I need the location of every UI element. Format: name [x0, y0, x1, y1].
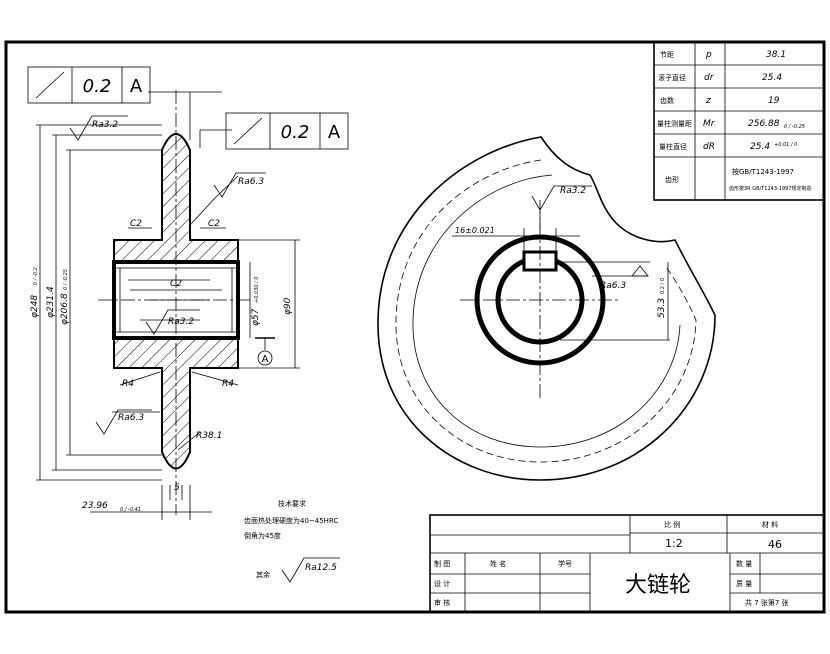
material-value: 46	[768, 538, 782, 551]
param-value-1: 25.4	[762, 73, 782, 83]
key-depth-label: 53.3	[657, 298, 667, 318]
ra32-key-label: Ra3.2	[560, 186, 586, 196]
tolerance-datum-1: A	[130, 76, 143, 97]
param-value-2: 19	[768, 96, 780, 106]
ra63-key-label: Ra6.3	[600, 281, 626, 291]
param-value-3: 256.88	[748, 119, 780, 129]
material-label: 材 料	[762, 520, 778, 529]
param-name-5: 齿形	[665, 176, 679, 184]
notes-title: 技术要求	[278, 499, 306, 508]
c2-left-label: C2	[130, 219, 142, 229]
ra32-top-label: Ra3.2	[92, 120, 118, 130]
c2-right-label: C2	[208, 219, 220, 229]
ra32-bore-label: Ra3.2	[168, 317, 194, 327]
param-tol-3: 0 / -0.25	[784, 124, 805, 130]
param-symbol-0: p	[705, 50, 712, 60]
d2-label: φ231.4	[46, 286, 56, 318]
tolerance-datum-2: A	[328, 122, 341, 143]
param-name-3: 量柱测量距	[657, 119, 692, 128]
c2-bore-label: C2	[170, 279, 182, 289]
technical-notes: 技术要求 齿面热处理硬度为40~45HRC 倒角为45度 其余 Ra12.5	[244, 499, 338, 579]
notes-line1: 齿面热处理硬度为40~45HRC	[244, 516, 338, 525]
col-no: 学号	[558, 559, 572, 568]
ra63-web-label: Ra6.3	[238, 177, 264, 187]
d3-label: φ206.8	[60, 293, 70, 325]
scale-label: 比 例	[664, 520, 680, 529]
scale-value: 1:2	[665, 537, 683, 550]
d1-tol-label: 0 / -0.2	[33, 267, 39, 285]
width-tol-label: 0 / -0.41	[120, 507, 141, 513]
rest-roughness-label: 其余	[256, 570, 270, 579]
title-block: 比 例 材 料 制 图 设 计 审 核 姓 名 学号 数 量 质 量 共 7 张…	[429, 514, 825, 613]
param-name-4: 量柱直径	[659, 142, 687, 151]
parameter-table: 节距 滚子直径 齿数 量柱测量距 量柱直径 齿形 p dr z Mr dR 38…	[653, 41, 825, 201]
ra63-lower-label: Ra6.3	[118, 413, 144, 423]
param-value-4: 25.4	[750, 142, 770, 152]
param-name-2: 齿数	[660, 96, 674, 105]
col-name: 姓 名	[490, 559, 506, 568]
front-view: 16±0.021 Ra3.2 Ra6.3 53.3 0.2 / 0	[377, 136, 716, 481]
tolerance-frame-2: 0.2 A	[225, 112, 349, 150]
key-depth-tol-label: 0.2 / 0	[660, 278, 666, 294]
sheet-text: 共 7 张第7 张	[745, 598, 789, 607]
param-symbol-2: z	[705, 96, 711, 106]
param-tol-4: +0.01 / 0	[774, 142, 797, 148]
five-label: 5	[174, 483, 180, 493]
param-value-0: 38.1	[766, 50, 786, 60]
width-label: 23.96	[82, 501, 108, 511]
notes-line2: 倒角为45度	[244, 531, 281, 540]
tolerance-frame-1: 0.2 A	[27, 66, 151, 104]
drawing-border	[4, 40, 826, 614]
param-name-1: 滚子直径	[658, 73, 686, 82]
tolerance-value-1: 0.2	[83, 76, 112, 97]
tolerance-value-2: 0.2	[281, 122, 310, 143]
row-design: 设 计	[434, 579, 450, 588]
d3-tol-label: 0 / -0.25	[63, 269, 69, 290]
part-name: 大链轮	[625, 573, 691, 598]
row-drawn: 制 图	[434, 559, 450, 568]
param-value-5: 按GB/T1243-1997	[732, 167, 794, 176]
key-width-label: 16±0.021	[455, 226, 495, 235]
param-symbol-4: dR	[703, 142, 715, 152]
outer-contour	[377, 136, 716, 481]
rest-roughness-value: Ra12.5	[305, 563, 337, 573]
r4-left-label: R4	[122, 379, 134, 389]
row-check: 审 核	[434, 598, 450, 607]
r4-right-label: R4	[222, 379, 234, 389]
bore-tol-label: +0.030 / 0	[254, 276, 260, 303]
hub-label: φ90	[283, 297, 293, 315]
param-value-5b: 齿形按3R GB/T1243-1997规定制造	[729, 185, 812, 192]
section-view: A	[36, 90, 340, 583]
param-name-0: 节距	[660, 51, 674, 59]
d1-label: φ248	[30, 295, 40, 318]
r381-label: R38.1	[196, 431, 222, 441]
bore-label: φ57	[251, 308, 261, 326]
qty-label: 数 量	[736, 559, 752, 568]
param-symbol-3: Mr	[703, 119, 716, 129]
param-symbol-1: dr	[704, 73, 715, 83]
datum-label: A	[262, 354, 269, 365]
weight-label: 质 量	[736, 579, 752, 588]
